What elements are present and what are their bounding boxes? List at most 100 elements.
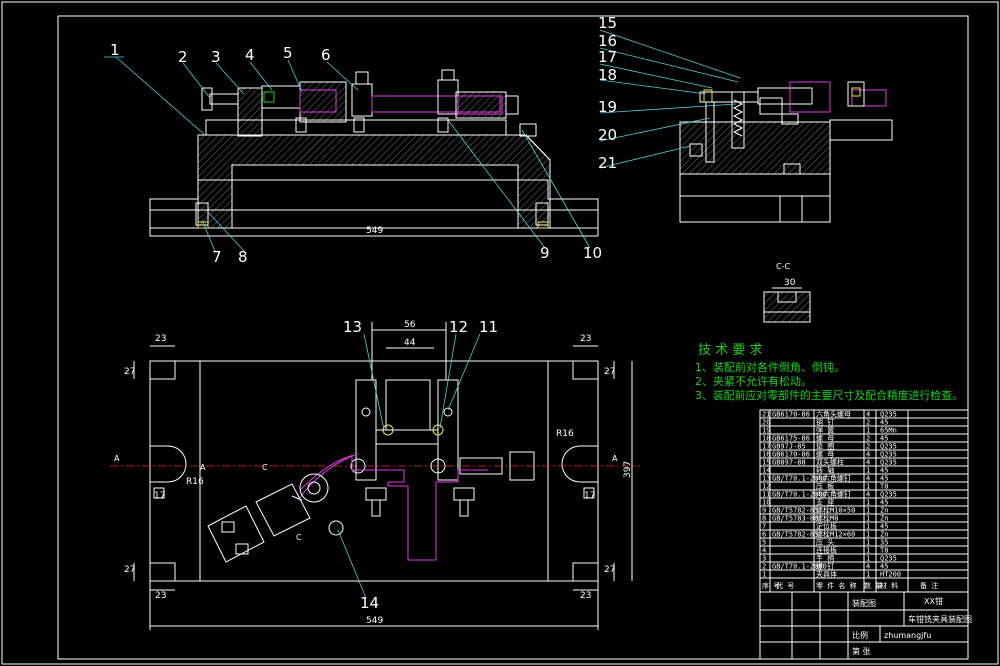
bom-cell-code: GB6170-86 <box>772 411 810 419</box>
part-label-7: 7 <box>212 248 222 266</box>
bom-cell-no: 21 <box>762 411 770 419</box>
bom-cell-code: GB/T5782-85 <box>772 531 818 539</box>
bom-header-code: 代 号 <box>776 581 794 590</box>
bom-cell-no: 11 <box>762 491 770 499</box>
bom-cell-no: 18 <box>762 435 770 443</box>
part-label-20: 20 <box>598 126 617 144</box>
bom-cell-no: 16 <box>762 451 770 459</box>
section-mark-c-bottom: C <box>296 533 302 542</box>
bom-cell-mat: Q235 <box>880 459 897 467</box>
bom-cell-mat: Zn <box>880 531 888 539</box>
title-company: XX钳 <box>924 596 943 606</box>
bom-cell-mat: 45 <box>880 563 888 571</box>
bom-cell-code: GB6175-86 <box>772 435 810 443</box>
bom-cell-no: 14 <box>762 467 770 475</box>
part-label-10: 10 <box>583 244 602 262</box>
bom-cell-qty: 4 <box>866 563 870 571</box>
title-scale: 比例 <box>852 630 868 640</box>
tech-requirements: 技 术 要 求 1、装配前对各件倒角、倒钝。 2、夹紧不允许有松动。 3、装配前… <box>695 343 963 402</box>
bom-cell-name: 内六角螺钉 <box>816 474 851 483</box>
bom-cell-qty: 4 <box>866 459 870 467</box>
bom-cell-name: 手 柄 <box>816 554 834 563</box>
bom-cell-name: 六角头螺母 <box>816 410 851 419</box>
part-label-18: 18 <box>598 66 617 84</box>
dim-27-bl: 27 <box>124 565 135 575</box>
bom-cell-code: GB97J-85 <box>772 443 806 451</box>
bom-header-mat: 材 料 <box>880 581 898 590</box>
part-label-6: 6 <box>321 46 331 64</box>
front-length-dim: 549 <box>366 226 383 236</box>
bom-cell-mat: Zn <box>880 507 888 515</box>
bom-cell-name: 螺栓M10×50 <box>816 506 855 515</box>
plan-length-dim: 549 <box>366 616 383 626</box>
section-mark-a-left: A <box>114 454 120 463</box>
bom-cell-mat: 45 <box>880 475 888 483</box>
part-label-5: 5 <box>283 44 293 62</box>
bom-cell-name: 螺 钉 <box>816 562 834 571</box>
bom-cell-mat: Q235 <box>880 443 897 451</box>
bom-cell-mat: Q235 <box>880 411 897 419</box>
bom-cell-qty: 1 <box>866 531 870 539</box>
bom-cell-mat: T8 <box>880 547 888 555</box>
bom-cell-no: 3 <box>762 555 766 563</box>
bom-cell-name: 支 座 <box>816 498 834 507</box>
bom-cell-no: 6 <box>762 531 766 539</box>
bom-cell-name: 转 轴 <box>816 466 834 475</box>
section-width-dim: 30 <box>784 278 796 288</box>
dim-r16-l: R16 <box>186 477 204 487</box>
part-label-19: 19 <box>598 98 617 116</box>
bom-cell-name: 垫 圈 <box>816 442 834 451</box>
bom-cell-no: 2 <box>762 563 766 571</box>
bom-cell-qty: 4 <box>866 475 870 483</box>
inner-frame <box>57 15 969 660</box>
bom-cell-no: 5 <box>762 539 766 547</box>
bom-cell-mat: Q235 <box>880 451 897 459</box>
dim-23-bl: 23 <box>155 591 166 601</box>
bom-cell-qty: 1 <box>866 523 870 531</box>
bom-cell-qty: 1 <box>866 555 870 563</box>
bom-cell-mat: 45 <box>880 499 888 507</box>
bom-cell-mat: 45 <box>880 523 888 531</box>
bom-cell-mat: 35 <box>880 539 888 547</box>
dim-17-l: 17 <box>154 491 165 501</box>
part-label-17: 17 <box>598 48 617 66</box>
part-label-12: 12 <box>449 318 468 336</box>
part-label-8: 8 <box>238 248 248 266</box>
bom-cell-qty: 4 <box>866 491 870 499</box>
bom-cell-no: 7 <box>762 523 766 531</box>
bom-header-note: 备 注 <box>920 581 938 590</box>
bom-cell-name: 内六角螺钉 <box>816 490 851 499</box>
section-cc: C-C 30 <box>763 262 811 323</box>
bom-cell-name: 压 头 <box>816 538 834 547</box>
bom-cell-name: 螺栓M12×60 <box>816 530 855 539</box>
part-label-14: 14 <box>360 594 379 612</box>
bom-cell-code: GB/T70.1-2000 <box>772 563 827 571</box>
bom-cell-mat: 65Mn <box>880 427 897 435</box>
bom-cell-no: 15 <box>762 459 770 467</box>
bom-cell-mat: 45 <box>880 467 888 475</box>
bom-cell-qty: 1 <box>866 571 870 579</box>
part-label-1: 1 <box>110 41 120 59</box>
plan-view: A A A C C 56 44 23 23 23 23 27 27 27 27 … <box>110 318 640 630</box>
bom-cell-code: GB897-88 <box>772 459 806 467</box>
tech-item-2: 2、夹紧不允许有松动。 <box>695 374 812 388</box>
bom-cell-no: 12 <box>762 483 770 491</box>
bom-cell-code: GB/T70.1-2000 <box>772 475 827 483</box>
part-label-13: 13 <box>343 318 362 336</box>
bom-cell-qty: 1 <box>866 507 870 515</box>
bom-cell-qty: 1 <box>866 467 870 475</box>
part-label-21: 21 <box>598 154 617 172</box>
section-cc-title: C-C <box>776 262 790 271</box>
bom-cell-name: 连接板 <box>816 546 837 555</box>
bom-cell-qty: 4 <box>866 411 870 419</box>
title-zone: 装配图 <box>852 598 876 608</box>
bom-cell-qty: 1 <box>866 539 870 547</box>
bom-cell-name: 销 钉 <box>816 418 834 427</box>
dim-56: 56 <box>404 320 416 330</box>
dim-23-tr: 23 <box>580 334 591 344</box>
dim-44: 44 <box>404 338 416 348</box>
bom-cell-qty: 2 <box>866 435 870 443</box>
dim-27-br: 27 <box>604 565 615 575</box>
front-leaders: 1 2 3 4 5 6 7 8 9 10 <box>104 41 602 266</box>
